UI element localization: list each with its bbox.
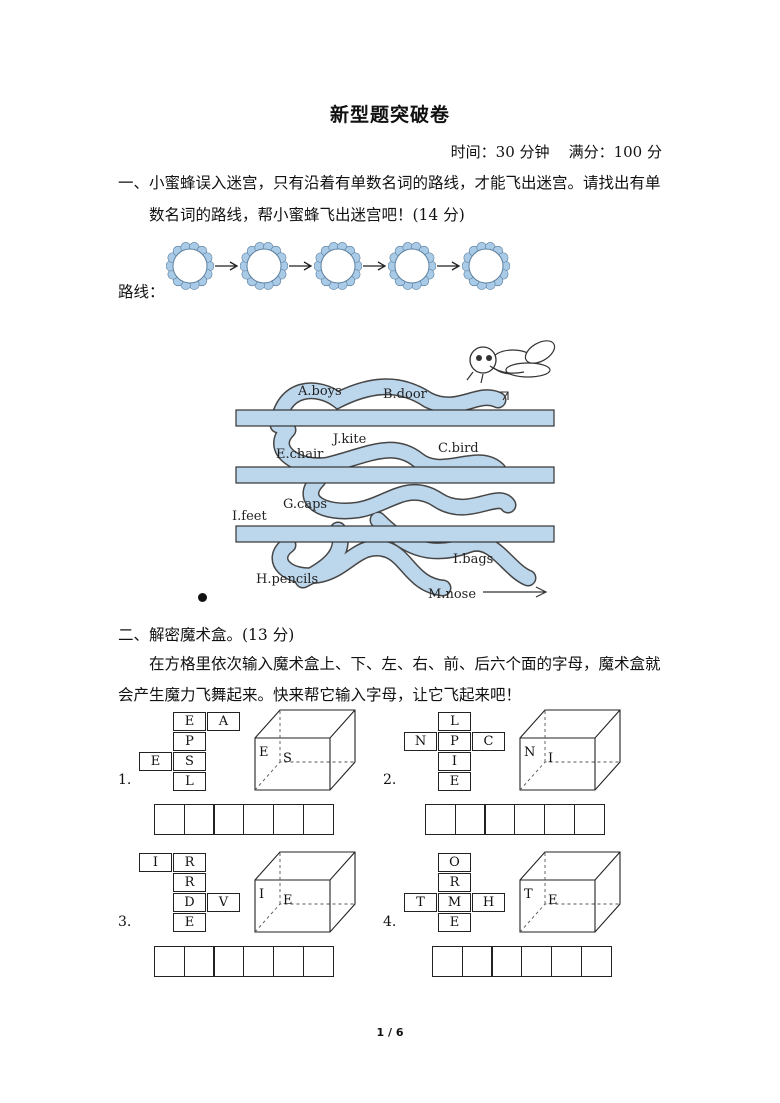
svg-text:I: I	[548, 751, 553, 766]
page-title: 新型题突破卷	[329, 104, 450, 126]
route-arrow-icon	[215, 261, 239, 271]
net-cell: V	[207, 893, 240, 912]
answer-box[interactable]	[272, 946, 304, 977]
answer-box[interactable]	[454, 804, 486, 835]
net-cell: L	[173, 772, 206, 791]
net-cell: M	[438, 893, 471, 912]
net-cell: P	[438, 732, 471, 751]
answer-box[interactable]	[154, 804, 185, 835]
answer-box[interactable]	[213, 804, 245, 835]
q2-instruction-line2: 会产生魔力飞舞起来。快来帮它输入字母，让它飞起来吧！	[118, 686, 522, 704]
net-cell: E	[173, 913, 206, 932]
net-cell: E	[438, 913, 471, 932]
answer-box[interactable]	[543, 804, 575, 835]
answer-box[interactable]	[183, 946, 215, 977]
puzzle-number: 3.	[118, 914, 132, 930]
net-cell: D	[173, 893, 206, 912]
route-flower-slot[interactable]	[462, 242, 510, 290]
answer-boxes	[154, 946, 334, 977]
maze-label: I.feet	[232, 509, 267, 524]
svg-text:I: I	[259, 887, 264, 902]
route-flower-slot[interactable]	[240, 242, 288, 290]
q2-instruction-line1: 在方格里依次输入魔术盒上、下、左、右、前、后六个面的字母，魔术盒就	[149, 655, 661, 673]
maze-label: G.caps	[283, 497, 327, 512]
svg-text:N: N	[524, 745, 535, 760]
net-cell: E	[173, 712, 206, 731]
answer-box[interactable]	[550, 946, 582, 977]
route-arrow-icon	[289, 261, 313, 271]
answer-boxes	[425, 804, 605, 835]
maze-label: A.boys	[297, 384, 342, 399]
net-cell: L	[438, 712, 471, 731]
page-number: 1 / 6	[376, 1026, 404, 1039]
answer-box[interactable]	[243, 946, 275, 977]
maze-start-dot	[198, 593, 207, 602]
answer-box[interactable]	[573, 804, 605, 835]
svg-text:S: S	[283, 751, 292, 766]
maze-label: M.nose	[428, 587, 476, 602]
answer-box[interactable]	[580, 946, 612, 977]
answer-box[interactable]	[302, 804, 334, 835]
route-arrow-icon	[363, 261, 387, 271]
answer-box[interactable]	[154, 946, 185, 977]
answer-box[interactable]	[514, 804, 546, 835]
maze-illustration: A.boys B.door J.kite C.bird E.chair G.ca…	[232, 340, 556, 602]
route-flower-slot[interactable]	[388, 242, 436, 290]
maze-label: B.door	[383, 387, 428, 402]
svg-text:E: E	[259, 745, 269, 760]
net-cell: A	[207, 712, 240, 731]
net-cell: R	[173, 873, 206, 892]
net-cell: C	[472, 732, 505, 751]
route-arrow-icon	[437, 261, 461, 271]
q1-instruction-line2: 数名词的路线，帮小蜜蜂飞出迷宫吧！(14 分)	[149, 206, 465, 224]
net-cell: R	[438, 873, 471, 892]
answer-box[interactable]	[521, 946, 553, 977]
net-cell: R	[173, 853, 206, 872]
answer-box[interactable]	[461, 946, 493, 977]
svg-text:T: T	[524, 887, 533, 902]
answer-box[interactable]	[484, 804, 516, 835]
q1-instruction-line1: 一、小蜜蜂误入迷宫，只有沿着有单数名词的路线，才能飞出迷宫。请找出有单	[118, 174, 661, 192]
answer-box[interactable]	[183, 804, 215, 835]
answer-box[interactable]	[491, 946, 523, 977]
puzzle-number: 2.	[383, 772, 397, 788]
answer-box[interactable]	[272, 804, 304, 835]
maze-label: H.pencils	[256, 572, 318, 587]
net-cell: T	[404, 893, 437, 912]
answer-box[interactable]	[432, 946, 463, 977]
net-cell: E	[438, 772, 471, 791]
route-flower-slot[interactable]	[166, 242, 214, 290]
maze-label: E.chair	[276, 447, 324, 462]
bee-icon	[466, 340, 556, 384]
puzzle-number: 1.	[118, 772, 132, 788]
net-cell: S	[173, 752, 206, 771]
puzzle-number: 4.	[383, 914, 397, 930]
answer-box[interactable]	[213, 946, 245, 977]
net-cell: P	[173, 732, 206, 751]
net-cell: E	[139, 752, 172, 771]
route-label: 路线：	[118, 283, 165, 301]
net-cell: N	[404, 732, 437, 751]
net-cell: I	[139, 853, 172, 872]
svg-text:E: E	[548, 893, 558, 908]
answer-box[interactable]	[243, 804, 275, 835]
net-cell: H	[472, 893, 505, 912]
answer-box[interactable]	[425, 804, 456, 835]
route-flower-slot[interactable]	[314, 242, 362, 290]
svg-text:E: E	[283, 893, 293, 908]
maze-label: C.bird	[438, 441, 479, 456]
answer-box[interactable]	[302, 946, 334, 977]
exam-meta: 时间：30 分钟 满分：100 分	[450, 143, 662, 161]
answer-boxes	[154, 804, 334, 835]
maze-label: I.bags	[453, 552, 493, 567]
net-cell: O	[438, 853, 471, 872]
answer-boxes	[432, 946, 612, 977]
net-cell: I	[438, 752, 471, 771]
q2-title: 二、解密魔术盒。(13 分)	[118, 626, 295, 644]
maze-label: J.kite	[331, 432, 367, 447]
